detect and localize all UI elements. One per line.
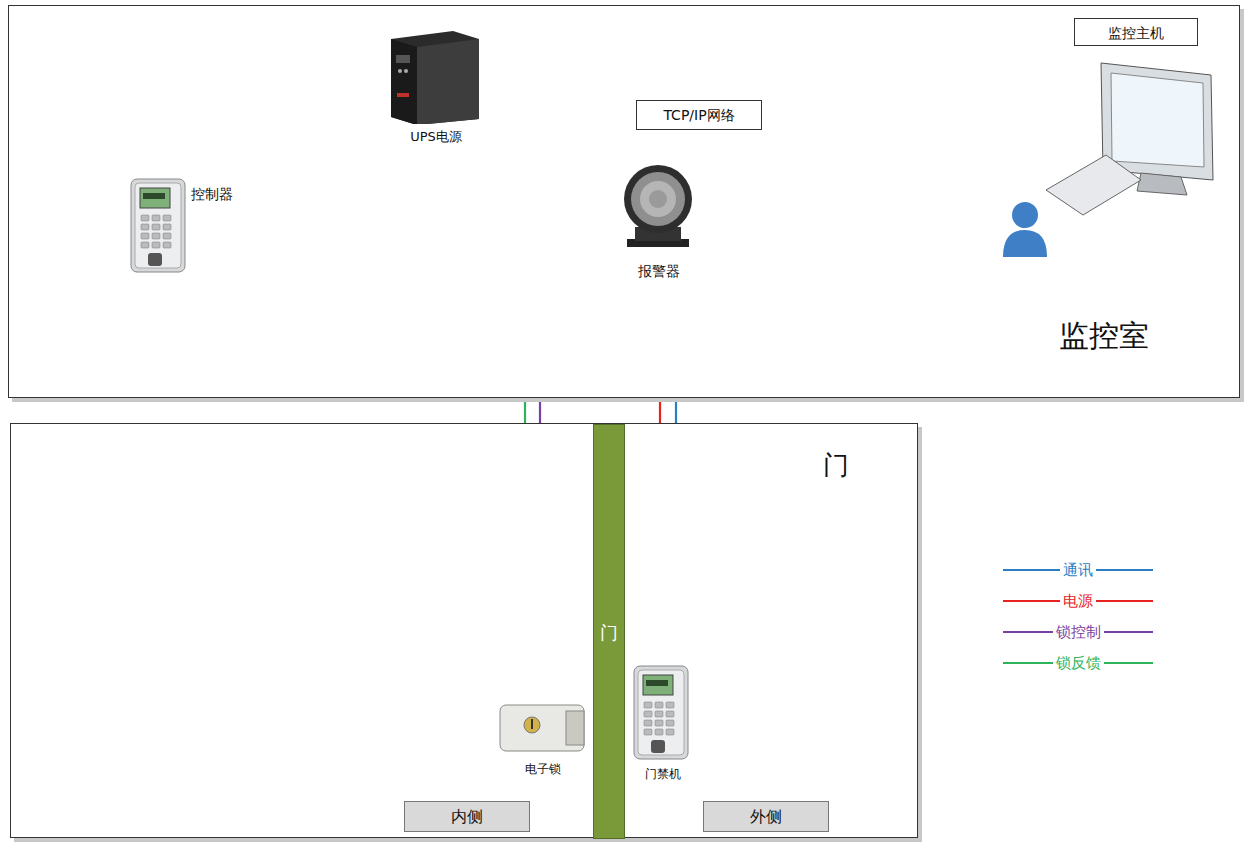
access-terminal: 门禁机 [629, 664, 697, 786]
device-icon [381, 29, 481, 124]
room-region: 监控室 UPS电源控制器报警器 监控主机 [8, 5, 1240, 398]
legend-text: 通讯 [1003, 560, 1153, 580]
node-label: 门禁机 [629, 766, 697, 783]
door-panel: 门 [593, 424, 625, 839]
legend-swatch [1104, 662, 1154, 664]
device-icon [629, 664, 695, 762]
legend-swatch [1096, 600, 1153, 602]
legend-swatch [1003, 662, 1053, 664]
monitor-host: 监控主机 [991, 15, 1236, 260]
device-icon [496, 699, 588, 759]
node-label: 门 [823, 448, 849, 483]
legend-swatch [1003, 600, 1060, 602]
edge-label: TCP/IP网络 [636, 100, 762, 130]
controller-device: 控制器 [129, 177, 255, 275]
legend-swatch [1104, 631, 1154, 633]
legend-text: 电源 [1003, 591, 1153, 611]
legend-row: 通讯 [1003, 560, 1153, 580]
node-label: 监控主机 [1074, 18, 1198, 46]
side-box: 外侧 [703, 801, 829, 832]
node-label: 外侧 [704, 807, 828, 828]
node-label: 门 [594, 621, 624, 645]
legend-row: 电源 [1003, 591, 1153, 611]
ups-device: UPS电源 [381, 29, 491, 151]
alarm-device: 报警器 [613, 157, 705, 285]
legend-swatch [1003, 569, 1060, 571]
device-icon [613, 157, 703, 257]
door-region: 门门电子锁门禁机内侧外侧 [10, 423, 918, 838]
legend-swatch [1096, 569, 1153, 571]
node-label: 报警器 [613, 263, 705, 281]
node-label: 电子锁 [496, 761, 590, 778]
node-label: 控制器 [191, 186, 233, 204]
legend-text: 锁反馈 [1003, 653, 1153, 673]
electronic-lock: 电子锁 [496, 699, 590, 781]
legend-row: 锁反馈 [1003, 653, 1153, 673]
side-box: 内侧 [404, 801, 530, 832]
node-label: 内侧 [405, 807, 529, 828]
device-icon [991, 15, 1236, 260]
node-label: UPS电源 [381, 128, 491, 146]
node-label: 监控室 [1059, 316, 1149, 357]
legend-swatch [1003, 631, 1053, 633]
legend-text: 锁控制 [1003, 622, 1153, 642]
device-icon [129, 177, 189, 275]
legend-row: 锁控制 [1003, 622, 1153, 642]
